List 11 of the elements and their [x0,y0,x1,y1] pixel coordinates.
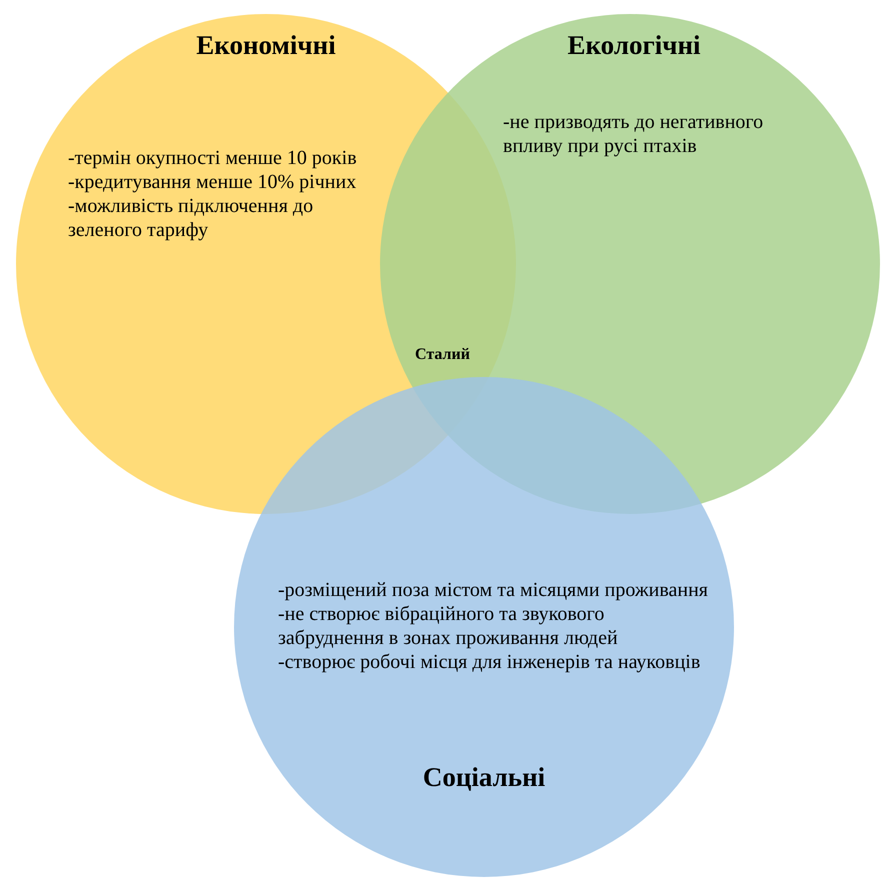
bullet-text: -створює робочі місця для інженерів та науковців [278,650,702,674]
bullet-text: -можливість підключення до зеленого тарифу [68,194,314,242]
circle-heading: Соціальні [422,762,546,793]
bullet-text: -кредитування менше 10% річних [68,170,358,194]
bullet-text: -не призводять до негативного впливу при русі птахів [503,110,764,158]
bullet-text: -розміщений поза містом та місяцями проживання [278,578,708,602]
bullet-text: -не створює вібраційного та звукового забруднення в зонах проживання людей [278,602,619,650]
circle-heading: Економічні [196,30,336,61]
center-label: Сталий [415,346,470,364]
bullet-text: -термін окупності менше 10 років [68,146,358,170]
circle-heading: Екологічні [567,30,701,61]
